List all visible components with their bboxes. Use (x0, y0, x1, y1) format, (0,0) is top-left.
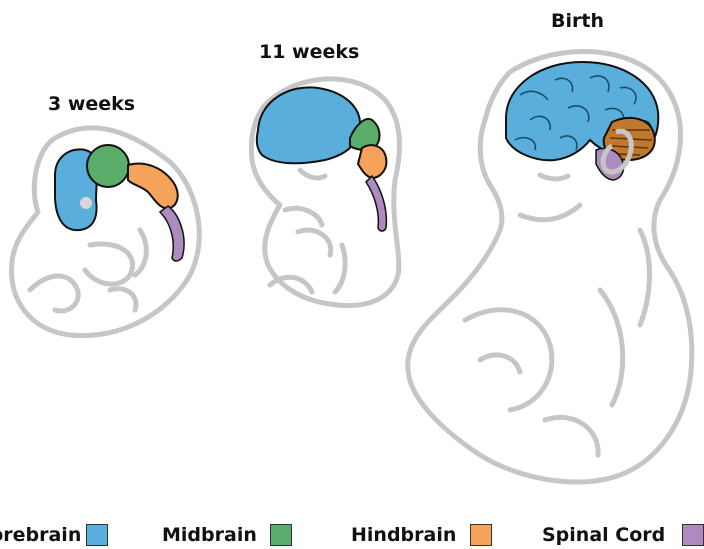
baby-at-birth (408, 51, 692, 482)
hindbrain-3-weeks (128, 164, 178, 209)
legend-swatch-hindbrain (470, 524, 492, 546)
legend-label-spinal-cord: Spinal Cord (542, 524, 665, 546)
legend-label-midbrain: Midbrain (162, 524, 257, 546)
legend-swatch-midbrain (270, 524, 292, 546)
legend-swatch-spinal-cord (682, 524, 704, 546)
spinal-cord-11-weeks (366, 176, 386, 231)
embryo-3-weeks (12, 128, 200, 336)
legend-label-forebrain: Forebrain (0, 524, 81, 546)
fetus-11-weeks (251, 79, 399, 306)
eye-spot-3-weeks (80, 197, 92, 209)
hindbrain-11-weeks (358, 145, 386, 178)
legend-label-hindbrain: Hindbrain (351, 524, 456, 546)
legend-swatch-forebrain (86, 524, 108, 546)
spinal-cord-3-weeks (160, 206, 184, 261)
midbrain-3-weeks (87, 145, 129, 187)
